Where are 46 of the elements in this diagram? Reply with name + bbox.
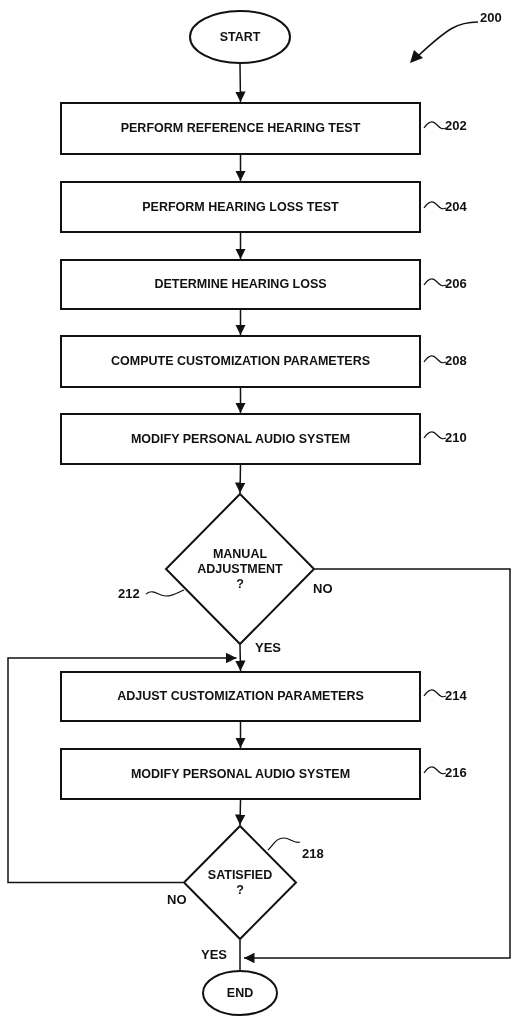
arrow	[234, 799, 246, 826]
arrow	[234, 464, 246, 494]
arrow	[235, 644, 246, 672]
process-box	[60, 335, 421, 388]
arrow	[235, 721, 246, 749]
step-text: MANUAL ADJUSTMENT ?	[197, 546, 283, 592]
edge-label: YES	[200, 948, 228, 962]
process-box	[60, 748, 421, 800]
process-box	[60, 181, 421, 233]
step-text: ADJUST CUSTOMIZATION PARAMETERS	[116, 689, 365, 704]
decision-diamond	[165, 493, 315, 645]
edge-label: YES	[254, 641, 282, 655]
arrow	[235, 63, 246, 103]
reference-number: 208	[445, 353, 467, 368]
process-box	[60, 413, 421, 465]
reference-number: 218	[302, 846, 324, 861]
terminal-oval	[202, 970, 278, 1016]
reference-number: 202	[445, 118, 467, 133]
step-text: PERFORM REFERENCE HEARING TEST	[119, 121, 362, 136]
process-box	[60, 102, 421, 155]
step-text: PERFORM HEARING LOSS TEST	[141, 199, 340, 215]
reference-number: 212	[118, 586, 140, 601]
reference-number: 206	[445, 276, 467, 291]
reference-number: 210	[445, 430, 467, 445]
reference-number: 214	[445, 688, 467, 703]
figure-number: 200	[480, 10, 502, 25]
arrow	[7, 652, 238, 884]
arrow	[235, 232, 246, 260]
process-box	[60, 671, 421, 722]
reference-number: 204	[445, 199, 467, 214]
arrow	[235, 387, 246, 414]
process-box	[60, 259, 421, 310]
arrow	[243, 568, 511, 964]
step-text: START	[218, 29, 262, 45]
arrow	[235, 154, 246, 182]
step-text: MODIFY PERSONAL AUDIO SYSTEM	[129, 766, 352, 782]
reference-number: 216	[445, 765, 467, 780]
arrow	[235, 309, 246, 336]
step-text: COMPUTE CUSTOMIZATION PARAMETERS	[110, 354, 371, 369]
step-text: SATISFIED ?	[206, 867, 274, 898]
step-text: MODIFY PERSONAL AUDIO SYSTEM	[129, 431, 352, 447]
edge-label: NO	[312, 582, 334, 596]
step-text: END	[225, 985, 255, 1001]
terminal-oval	[189, 10, 291, 64]
step-text: DETERMINE HEARING LOSS	[153, 277, 328, 292]
edge-label: NO	[166, 893, 188, 907]
